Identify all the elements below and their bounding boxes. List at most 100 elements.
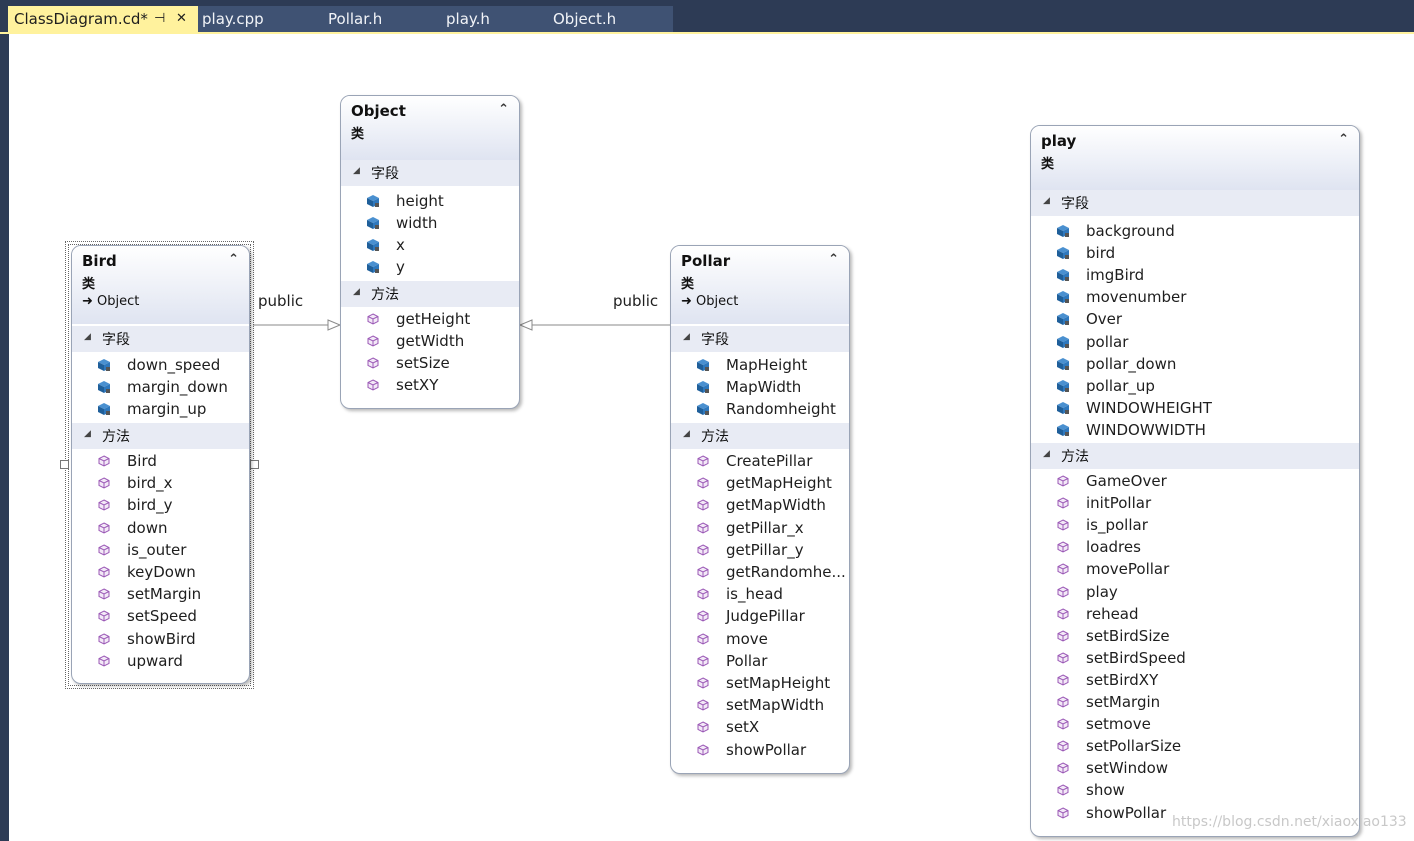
methods-section-header[interactable]: ◢方法 [341, 281, 519, 307]
field-item[interactable]: pollar_down [1086, 354, 1177, 373]
method-item[interactable]: getPillar_x [726, 518, 804, 537]
method-item[interactable]: JudgePillar [726, 607, 805, 626]
method-item[interactable]: setMapWidth [726, 696, 825, 715]
tab-play-h[interactable]: play.h [440, 6, 490, 32]
method-item[interactable]: GameOver [1086, 472, 1167, 490]
base-class-name: Object [97, 294, 140, 309]
method-item[interactable]: show [1086, 781, 1125, 800]
field-item[interactable]: width [396, 214, 438, 232]
resize-handle-left[interactable] [60, 460, 69, 469]
methods-section-header[interactable]: ◢方法 [72, 423, 249, 449]
field-item[interactable]: margin_down [127, 378, 228, 396]
field-item[interactable]: down_speed [127, 356, 221, 374]
method-item[interactable]: showBird [127, 629, 196, 648]
field-icon [98, 359, 110, 371]
method-icon [1057, 541, 1069, 553]
method-item[interactable]: Bird [127, 452, 157, 470]
tab-play-cpp[interactable]: play.cpp [196, 6, 264, 32]
fields-section-header[interactable]: ◢字段 [1031, 190, 1359, 216]
method-icon [1057, 630, 1069, 642]
collapse-icon[interactable]: ⌃ [228, 252, 239, 267]
method-item[interactable]: getRandomhe... [726, 563, 846, 581]
collapse-icon[interactable]: ⌃ [498, 102, 509, 117]
field-item[interactable]: MapHeight [726, 356, 808, 374]
method-item[interactable]: CreatePillar [726, 452, 813, 470]
field-item[interactable]: Over [1086, 310, 1123, 329]
class-name: Pollar [681, 252, 731, 270]
method-item[interactable]: setMapHeight [726, 674, 831, 692]
collapse-icon[interactable]: ⌃ [828, 252, 839, 267]
fields-section-header[interactable]: ◢字段 [72, 326, 249, 352]
method-item[interactable]: getHeight [396, 310, 471, 328]
method-item[interactable]: setBirdSpeed [1086, 648, 1186, 667]
field-item[interactable]: pollar_up [1086, 376, 1155, 395]
method-item[interactable]: rehead [1086, 604, 1139, 623]
method-item[interactable]: getMapWidth [726, 496, 826, 515]
method-item[interactable]: keyDown [127, 563, 196, 581]
method-item[interactable]: down [127, 518, 168, 537]
class-base: ➜ Object [681, 294, 738, 309]
method-item[interactable]: initPollar [1086, 494, 1152, 513]
resize-handle-right[interactable] [250, 460, 259, 469]
method-item[interactable]: is_head [726, 585, 783, 604]
method-item[interactable]: movePollar [1086, 560, 1170, 579]
method-item[interactable]: setWindow [1086, 759, 1169, 778]
close-icon[interactable]: ✕ [176, 11, 187, 26]
method-item[interactable]: getWidth [396, 332, 465, 350]
fields-section-header[interactable]: ◢字段 [341, 160, 519, 186]
field-item[interactable]: movenumber [1086, 288, 1187, 307]
method-item[interactable]: loadres [1086, 538, 1141, 557]
method-item[interactable]: showPollar [726, 740, 807, 759]
method-item[interactable]: Pollar [726, 651, 768, 670]
field-item[interactable]: x [396, 236, 405, 254]
method-item[interactable]: setBirdSize [1086, 626, 1170, 645]
method-item[interactable]: setX [726, 718, 760, 737]
method-item[interactable]: setSpeed [127, 607, 197, 626]
method-item[interactable]: setBirdXY [1086, 670, 1159, 689]
method-item[interactable]: bird_y [127, 496, 173, 515]
method-item[interactable]: getPillar_y [726, 540, 804, 559]
method-item[interactable]: getMapHeight [726, 474, 832, 493]
method-item[interactable]: move [726, 629, 768, 648]
fields-section-header[interactable]: ◢字段 [671, 326, 849, 352]
field-item[interactable]: y [396, 258, 405, 276]
field-item[interactable]: background [1086, 222, 1175, 240]
method-item[interactable]: setPollarSize [1086, 737, 1182, 756]
pin-icon[interactable]: ⊣ [154, 11, 166, 26]
method-icon [1057, 652, 1069, 664]
methods-section-header[interactable]: ◢方法 [1031, 443, 1359, 469]
field-item[interactable]: bird [1086, 244, 1116, 263]
field-item[interactable]: WINDOWWIDTH [1086, 420, 1206, 439]
method-item[interactable]: is_outer [127, 540, 187, 559]
field-item[interactable]: height [396, 192, 444, 210]
method-item[interactable]: upward [127, 651, 183, 670]
tab-classdiagram[interactable]: ClassDiagram.cd* ⊣ ✕ [8, 6, 198, 32]
method-item[interactable]: setMargin [1086, 693, 1161, 711]
method-item[interactable]: play [1086, 582, 1118, 601]
field-item[interactable]: WINDOWHEIGHT [1086, 398, 1212, 417]
field-item[interactable]: MapWidth [726, 378, 802, 396]
field-item[interactable]: Randomheight [726, 400, 836, 418]
methods-section-header[interactable]: ◢方法 [671, 423, 849, 449]
method-item[interactable]: showPollar [1086, 803, 1167, 822]
method-item[interactable]: setSize [396, 354, 450, 372]
method-icon [697, 699, 709, 711]
field-item[interactable]: imgBird [1086, 266, 1145, 285]
document-tab-bar: ClassDiagram.cd* ⊣ ✕ play.cpp Pollar.h p… [0, 0, 1414, 32]
tab-pollar-h[interactable]: Pollar.h [322, 6, 382, 32]
field-item[interactable]: pollar [1086, 332, 1129, 351]
method-item[interactable]: is_pollar [1086, 516, 1148, 535]
class-header [72, 246, 249, 324]
method-item[interactable]: setmove [1086, 715, 1151, 734]
method-item[interactable]: bird_x [127, 474, 173, 493]
method-item[interactable]: setXY [396, 376, 439, 394]
field-item[interactable]: margin_up [127, 400, 207, 418]
tab-object-h[interactable]: Object.h [547, 6, 616, 32]
collapse-icon[interactable]: ⌃ [1338, 132, 1349, 147]
method-item[interactable]: setMargin [127, 585, 202, 604]
